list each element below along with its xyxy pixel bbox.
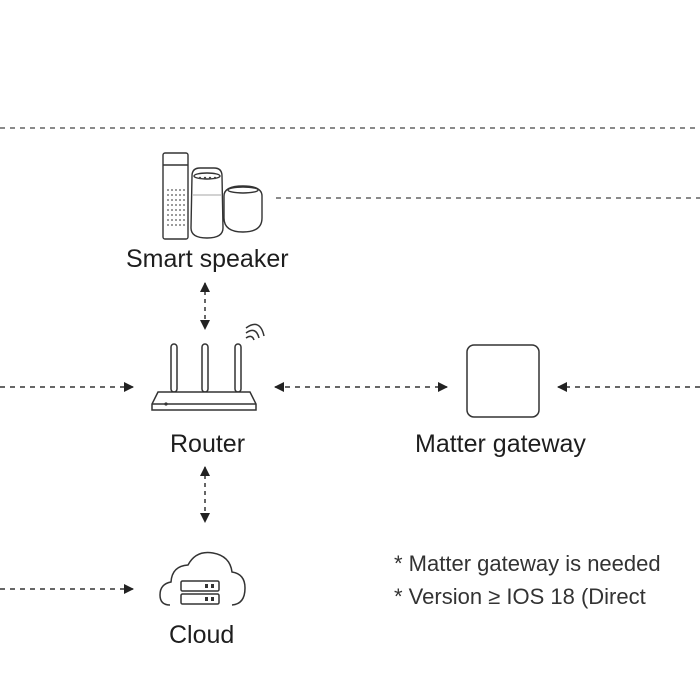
matter-gateway-icon bbox=[466, 344, 540, 418]
smart-speaker-icon bbox=[162, 152, 263, 240]
smart-speaker-label: Smart speaker bbox=[126, 245, 289, 273]
cloud-icon bbox=[159, 551, 246, 606]
cloud-label: Cloud bbox=[169, 621, 235, 649]
router-icon bbox=[151, 323, 265, 411]
router-label: Router bbox=[170, 430, 246, 458]
matter-gateway-label: Matter gateway bbox=[415, 430, 586, 458]
note-ios-version: * Version ≥ IOS 18 (Direct bbox=[394, 584, 646, 609]
note-matter-gateway: * Matter gateway is needed bbox=[394, 551, 661, 576]
